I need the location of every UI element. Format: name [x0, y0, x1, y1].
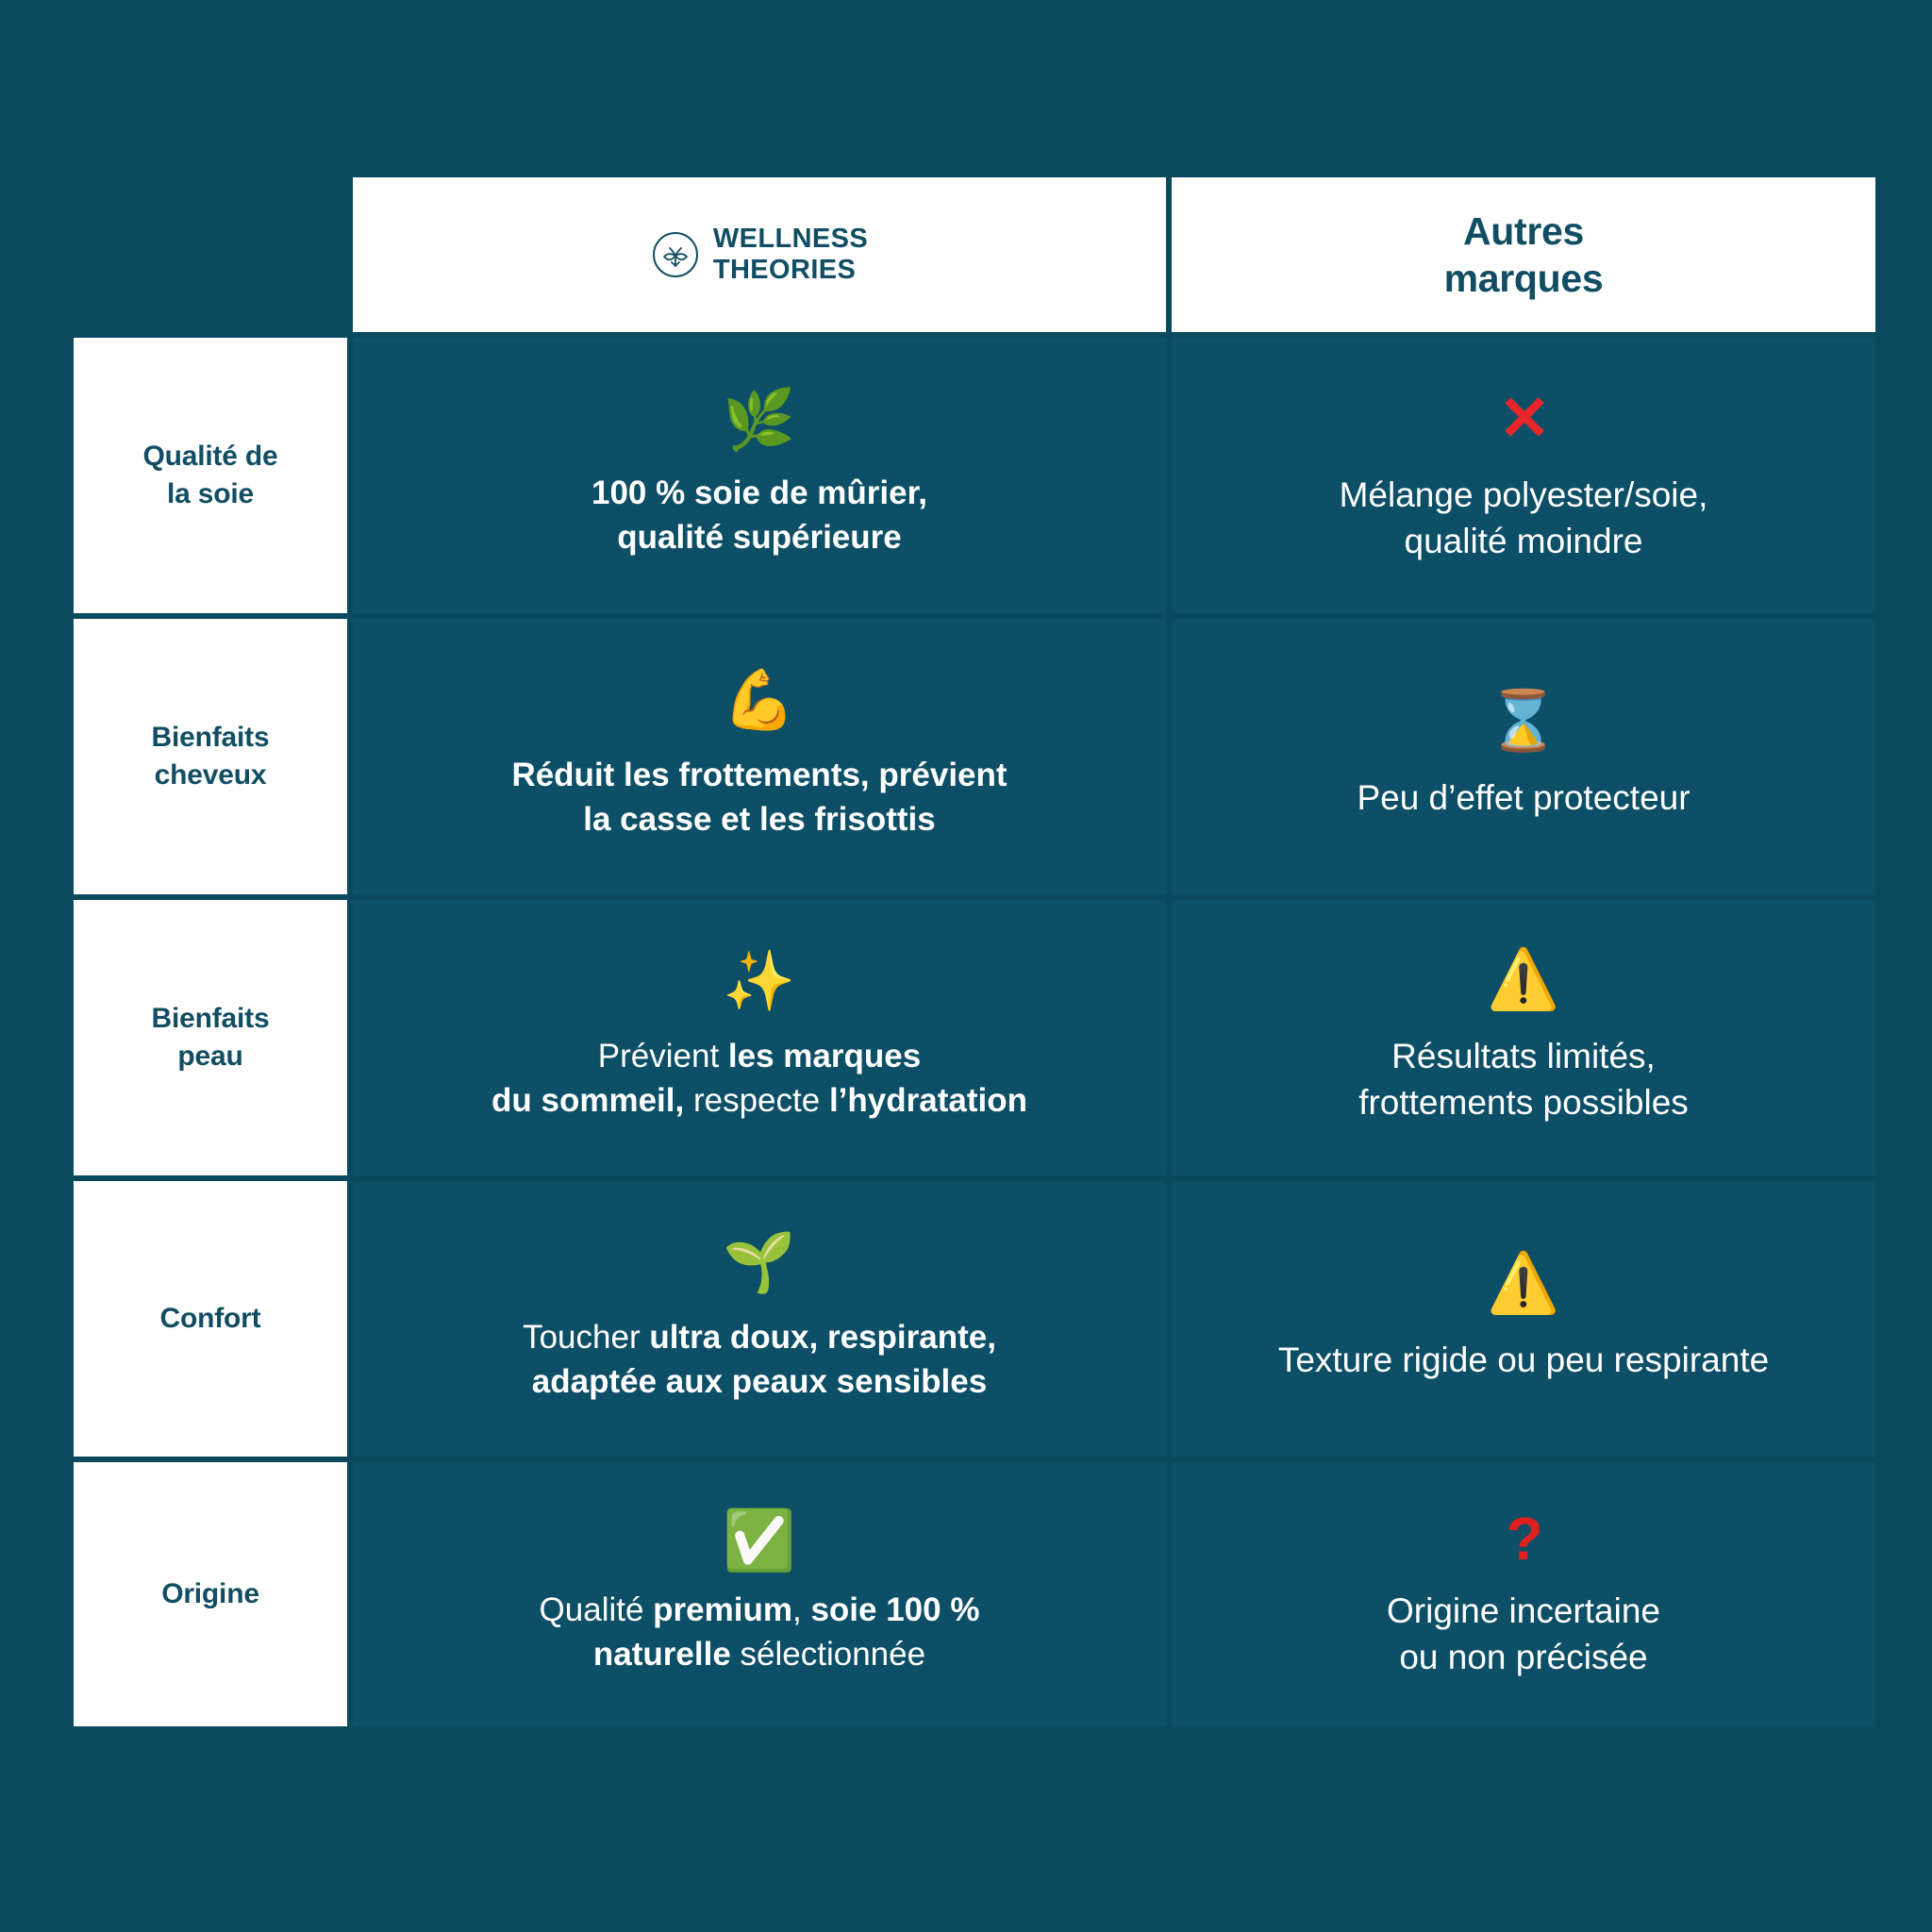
brand-name: WELLNESS THEORIES [713, 224, 868, 286]
row-label-line1: Bienfaits [151, 722, 270, 754]
hourglass-emoji-icon: ⌛ [1487, 686, 1560, 756]
text-run: respecte [684, 1082, 829, 1119]
other-brands-title-line2: marques [1443, 257, 1604, 300]
sparkles-emoji-icon: ✨ [723, 946, 796, 1016]
comparison-table: WELLNESS THEORIES Autres marques Qualité… [74, 177, 1875, 1726]
table-corner-spacer [74, 177, 347, 332]
header-brand-column: WELLNESS THEORIES [353, 177, 1166, 332]
cell-ours-text: Prévient les marques du sommeil, respecte… [491, 1035, 1027, 1123]
warning-triangle-emoji-icon: ⚠️ [1487, 1248, 1560, 1318]
cell-ours-text: Toucher ultra doux, respirante, adaptée a… [523, 1316, 996, 1404]
other-brands-title: Autres marques [1444, 208, 1604, 302]
cell-other-qualite-soie: ✕ Mélange polyester/soie, qualité moindr… [1172, 338, 1875, 613]
cell-text-line1: 100 % soie de mûrier, [591, 475, 927, 512]
white-check-mark-emoji-icon: ✅ [723, 1506, 796, 1575]
row-label-origine: Origine [74, 1462, 347, 1726]
brand-name-line2: THEORIES [712, 255, 857, 285]
red-question-mark-icon: ? [1506, 1504, 1542, 1573]
row-label-line2: cheveux [154, 759, 267, 791]
row-label-bienfaits-cheveux: Bienfaits cheveux [74, 619, 347, 894]
cell-ours-text: Réduit les frottements, prévient la cass… [511, 754, 1007, 841]
cell-other-text: Origine incertaine ou non précisée [1387, 1588, 1660, 1680]
cell-text-line2: la casse et les frisottis [583, 801, 936, 838]
emphasis-run: les marques [727, 1038, 922, 1075]
text-run: Toucher [523, 1319, 650, 1357]
text-run: , [791, 1591, 811, 1629]
row-label-qualite-soie: Qualité de la soie [74, 338, 347, 613]
herb-leaf-emoji-icon: 🌿 [723, 385, 796, 455]
cell-ours-text: Qualité premium, soie 100 % naturelle sél… [540, 1589, 980, 1676]
cell-text-line1: Origine incertaine [1387, 1591, 1660, 1630]
cell-text-line1: Mélange polyester/soie, [1339, 475, 1708, 514]
brand-lockup: WELLNESS THEORIES [651, 224, 868, 286]
other-brands-title-line1: Autres [1462, 208, 1585, 253]
emphasis-run: l’hydratation [828, 1082, 1027, 1119]
row-label-line2: la soie [167, 478, 254, 509]
row-label-line1: Confort [159, 1303, 261, 1335]
emphasis-run: soie 100 % [810, 1591, 980, 1629]
text-run: sélectionnée [730, 1636, 926, 1673]
warning-triangle-emoji-icon: ⚠️ [1487, 943, 1560, 1013]
cell-other-text: Texture rigide ou peu respirante [1278, 1337, 1769, 1383]
brand-name-line1: WELLNESS [712, 223, 869, 254]
cell-text-line1: Réduit les frottements, prévient [511, 757, 1008, 794]
cell-ours-bienfaits-cheveux: 💪 Réduit les frottements, prévient la ca… [353, 619, 1166, 894]
cell-ours-origine: ✅ Qualité premium, soie 100 % naturelle s… [353, 1462, 1166, 1726]
text-run: Qualité [539, 1591, 654, 1629]
cell-ours-bienfaits-peau: ✨ Prévient les marques du sommeil, respec… [353, 900, 1166, 1175]
cell-other-text: Mélange polyester/soie, qualité moindre [1340, 472, 1708, 564]
emphasis-run: adaptée aux peaux sensibles [531, 1363, 988, 1400]
cell-other-bienfaits-peau: ⚠️ Résultats limités, frottements possib… [1172, 900, 1875, 1175]
emphasis-run: ultra doux, respirante, [649, 1319, 996, 1357]
cell-ours-qualite-soie: 🌿 100 % soie de mûrier, qualité supérieu… [353, 338, 1166, 613]
cell-text-line1: Texture rigide ou peu respirante [1277, 1341, 1770, 1380]
header-other-column: Autres marques [1172, 177, 1875, 332]
row-label-bienfaits-peau: Bienfaits peau [74, 900, 347, 1175]
flexed-biceps-emoji-icon: 💪 [723, 665, 796, 735]
cell-other-text: Résultats limités, frottements possibles [1358, 1033, 1689, 1125]
row-label-line1: Bienfaits [151, 1003, 270, 1035]
cell-text-line1: Peu d’effet protecteur [1357, 778, 1690, 818]
cell-text-line2: qualité moindre [1404, 522, 1643, 560]
cell-other-origine: ? Origine incertaine ou non précisée [1172, 1462, 1875, 1726]
text-run: Prévient [597, 1038, 728, 1075]
red-cross-mark-icon: ✕ [1498, 382, 1550, 453]
row-label-line1: Origine [161, 1578, 259, 1610]
cell-other-bienfaits-cheveux: ⌛ Peu d’effet protecteur [1172, 619, 1875, 894]
row-label-line2: peau [177, 1041, 243, 1072]
cell-text-line1: Résultats limités, [1391, 1036, 1656, 1075]
emphasis-run: premium [653, 1591, 792, 1629]
row-label-confort: Confort [74, 1181, 347, 1457]
emphasis-run: du sommeil, [491, 1082, 685, 1119]
seedling-emoji-icon: 🌱 [723, 1227, 796, 1297]
cell-other-text: Peu d’effet protecteur [1357, 774, 1690, 821]
cell-ours-text: 100 % soie de mûrier, qualité supérieure [591, 472, 927, 559]
cell-other-confort: ⚠️ Texture rigide ou peu respirante [1172, 1181, 1875, 1457]
emphasis-run: naturelle [592, 1636, 731, 1673]
bee-leaf-circle-logo-icon [651, 230, 700, 279]
cell-text-line2: ou non précisée [1399, 1638, 1648, 1676]
cell-text-line2: frottements possibles [1358, 1083, 1689, 1122]
cell-text-line2: qualité supérieure [617, 519, 902, 556]
cell-ours-confort: 🌱 Toucher ultra doux, respirante, adaptée… [353, 1181, 1166, 1457]
row-label-line1: Qualité de [142, 441, 278, 473]
